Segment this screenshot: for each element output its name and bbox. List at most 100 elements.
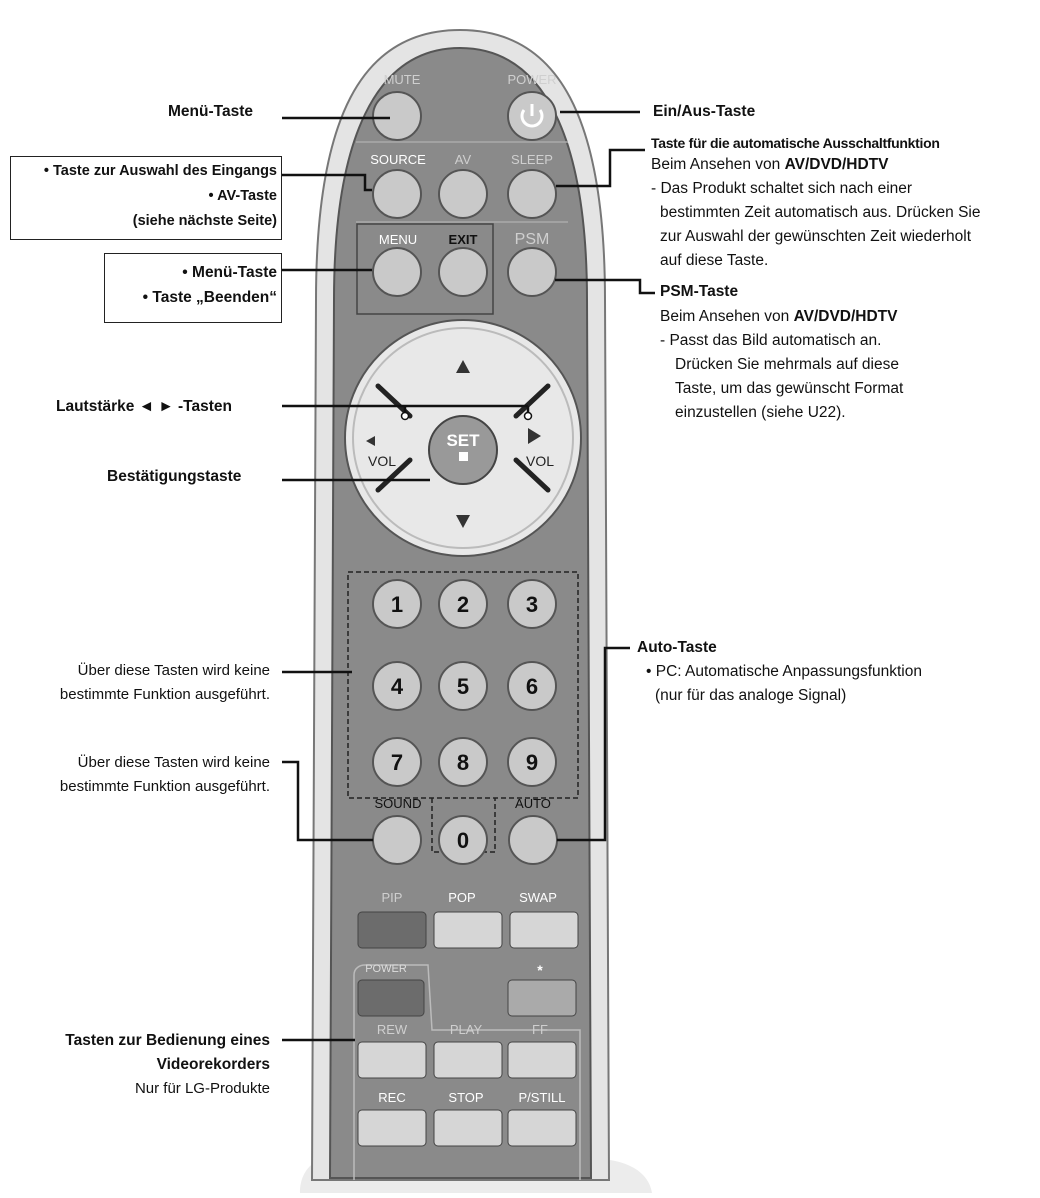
number-label-5: 5 — [457, 674, 469, 699]
sleep-desc-4: auf diese Taste. — [660, 252, 769, 269]
right-arrow-icon[interactable] — [528, 428, 541, 444]
power-icon — [520, 109, 544, 128]
pstill-button[interactable] — [507, 1109, 577, 1147]
rew-button[interactable] — [357, 1041, 427, 1079]
no-function-1-line-2: bestimmte Funktion ausgeführt. — [59, 686, 270, 703]
mute-button[interactable] — [372, 91, 422, 141]
vcr-line-2: Videorekorders — [156, 1056, 270, 1073]
menu-top-annotation: Menü-Taste — [168, 103, 253, 120]
sleep-desc-1: - Das Produkt schaltet sich nach einer — [651, 180, 913, 197]
ff-label: FF — [532, 1022, 548, 1037]
psm-subtitle-bold: AV/DVD/HDTV — [793, 308, 898, 325]
vcr-power-label: POWER — [365, 963, 407, 975]
number-button-4[interactable] — [372, 661, 422, 711]
onoff-annotation: Ein/Aus-Taste — [653, 103, 756, 120]
psm-button[interactable] — [507, 247, 557, 297]
psm-desc-2: Drücken Sie mehrmals auf diese — [675, 356, 899, 373]
auto-desc-1: • PC: Automatische Anpassungsfunktion — [646, 663, 922, 680]
auto-button[interactable] — [508, 815, 558, 865]
sleep-subtitle: Beim Ansehen von AV/DVD/HDTV — [651, 154, 888, 175]
exit-button[interactable] — [438, 247, 488, 297]
stop-button[interactable] — [433, 1109, 503, 1147]
no-function-2-line-1: Über diese Tasten wird keine — [77, 754, 270, 771]
no-function-1-line-1: Über diese Tasten wird keine — [77, 662, 270, 679]
auto-desc-2: (nur für das analoge Signal) — [655, 687, 847, 704]
rew-label: REW — [377, 1022, 408, 1037]
sound-button[interactable] — [372, 815, 422, 865]
swap-label: SWAP — [519, 890, 557, 905]
play-button[interactable] — [433, 1041, 503, 1079]
av-button[interactable] — [438, 169, 488, 219]
menu-button[interactable] — [372, 247, 422, 297]
input-select-line-1: • Taste zur Auswahl des Eingangs — [43, 163, 277, 179]
down-arrow-icon[interactable] — [456, 515, 470, 528]
rec-label: REC — [378, 1090, 405, 1105]
left-arrow-icon[interactable] — [366, 436, 375, 446]
number-button-8[interactable] — [438, 737, 488, 787]
vol-right-label: VOL — [526, 453, 554, 469]
power-label: POWER — [507, 72, 556, 87]
vcr-line-1: Tasten zur Bedienung eines — [65, 1032, 270, 1049]
auto-title: Auto-Taste — [637, 639, 717, 656]
psm-desc-3: Taste, um das gewünscht Format — [675, 380, 904, 397]
stop-label: STOP — [448, 1090, 483, 1105]
number-label-1: 1 — [391, 592, 403, 617]
sleep-subtitle-prefix: Beim Ansehen von — [651, 156, 785, 173]
sleep-label: SLEEP — [511, 152, 553, 167]
vcr-power-button[interactable] — [357, 979, 425, 1017]
number-button-5[interactable] — [438, 661, 488, 711]
auto-label: AUTO — [515, 796, 551, 811]
set-label: SET — [446, 431, 480, 450]
input-select-line-3: (siehe nächste Seite) — [132, 213, 277, 229]
pip-button[interactable] — [357, 911, 427, 949]
psm-label: PSM — [515, 231, 550, 248]
number-button-0[interactable] — [438, 815, 488, 865]
pop-label: POP — [448, 890, 475, 905]
psm-title: PSM-Taste — [660, 283, 739, 300]
psm-subtitle: Beim Ansehen von AV/DVD/HDTV — [660, 306, 897, 327]
up-arrow-icon[interactable] — [456, 360, 470, 373]
star-button[interactable] — [507, 979, 577, 1017]
number-label-8: 8 — [457, 750, 469, 775]
star-label: * — [537, 962, 543, 978]
pstill-label: P/STILL — [519, 1090, 566, 1105]
rec-button[interactable] — [357, 1109, 427, 1147]
number-label-7: 7 — [391, 750, 403, 775]
stop-square-icon — [459, 452, 468, 461]
number-label-0: 0 — [457, 828, 469, 853]
number-button-7[interactable] — [372, 737, 422, 787]
number-label-9: 9 — [526, 750, 538, 775]
set-button[interactable] — [428, 415, 498, 485]
pop-button[interactable] — [433, 911, 503, 949]
psm-desc-4: einzustellen (siehe U22). — [675, 404, 846, 421]
psm-subtitle-prefix: Beim Ansehen von — [660, 308, 794, 325]
no-function-2-line-2: bestimmte Funktion ausgeführt. — [59, 778, 270, 795]
vcr-line-3: Nur für LG-Produkte — [134, 1080, 270, 1097]
ff-button[interactable] — [507, 1041, 577, 1079]
source-button[interactable] — [372, 169, 422, 219]
menu-exit-box: • Menü-Taste • Taste „Beenden“ — [104, 253, 282, 323]
pip-label: PIP — [382, 890, 403, 905]
vol-left-label: VOL — [368, 453, 396, 469]
menu-label: MENU — [379, 232, 417, 247]
av-label: AV — [455, 152, 472, 167]
number-button-3[interactable] — [507, 579, 557, 629]
number-label-3: 3 — [526, 592, 538, 617]
leader-lines — [282, 110, 655, 1042]
number-button-2[interactable] — [438, 579, 488, 629]
sleep-button[interactable] — [507, 169, 557, 219]
sound-label: SOUND — [375, 796, 422, 811]
sleep-desc-3: zur Auswahl der gewünschten Zeit wiederh… — [660, 228, 972, 245]
number-button-6[interactable] — [507, 661, 557, 711]
play-label: PLAY — [450, 1022, 483, 1037]
sleep-subtitle-bold: AV/DVD/HDTV — [784, 156, 889, 173]
number-button-1[interactable] — [372, 579, 422, 629]
number-label-6: 6 — [526, 674, 538, 699]
exit-label: EXIT — [449, 232, 478, 247]
number-button-9[interactable] — [507, 737, 557, 787]
menu-exit-line-2: • Taste „Beenden“ — [142, 289, 277, 306]
confirm-annotation: Bestätigungstaste — [107, 468, 242, 485]
menu-exit-line-1: • Menü-Taste — [182, 264, 277, 281]
swap-button[interactable] — [509, 911, 579, 949]
psm-desc-1: - Passt das Bild automatisch an. — [660, 332, 882, 349]
